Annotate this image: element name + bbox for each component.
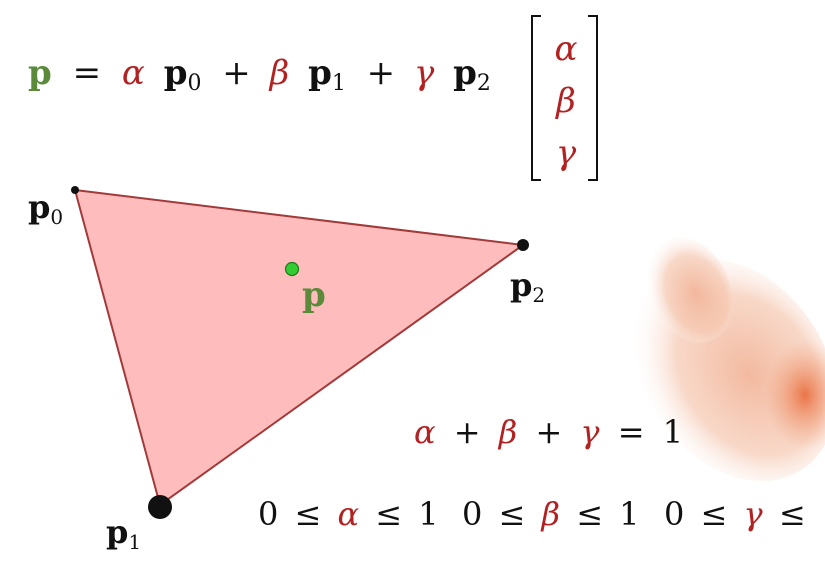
hand-image [634, 237, 825, 482]
eq-beta: β [268, 53, 290, 93]
vertex-p2-dot [517, 239, 529, 251]
alpha-range-constraint: 0 ≤ α ≤ 1 [258, 495, 439, 533]
eq-p0: p [164, 53, 188, 93]
beta-range-constraint: 0 ≤ β ≤ 1 [462, 495, 640, 533]
vector-alpha: α [555, 29, 578, 69]
vector-beta: β [554, 81, 576, 121]
vertex-p2-label: p2 [510, 266, 545, 307]
eq-sub0: 0 [187, 71, 201, 96]
eq-p1: p [308, 53, 332, 93]
vertex-p0-label: p0 [28, 188, 63, 229]
coefficient-vector: α β γ [531, 15, 598, 181]
eq-plus-2: + [367, 53, 396, 93]
triangle-shape [73, 188, 526, 507]
eq-p2: p [453, 53, 477, 93]
vertex-p0-dot [71, 186, 79, 194]
eq-gamma: γ [414, 53, 435, 93]
point-p-label: p [302, 275, 326, 315]
point-p-dot [284, 261, 300, 277]
eq-sub2: 2 [477, 71, 491, 96]
eq-sub1: 1 [332, 71, 346, 96]
eq-equals: = [73, 53, 102, 93]
vertex-p1-dot [148, 495, 172, 519]
eq-alpha: α [122, 53, 145, 93]
vector-bracket-right [588, 15, 598, 181]
eq-plus-1: + [222, 53, 251, 93]
gamma-range-constraint: 0 ≤ γ ≤ 1 [664, 495, 825, 533]
vector-gamma: γ [556, 133, 577, 173]
vertex-p1-label: p1 [106, 513, 141, 554]
vector-bracket-left [531, 15, 541, 181]
eq-lhs-p: p [28, 53, 52, 93]
sum-constraint: α + β + γ = 1 [414, 413, 683, 451]
barycentric-equation: p = α p0 + β p1 + γ p2 [28, 53, 491, 99]
